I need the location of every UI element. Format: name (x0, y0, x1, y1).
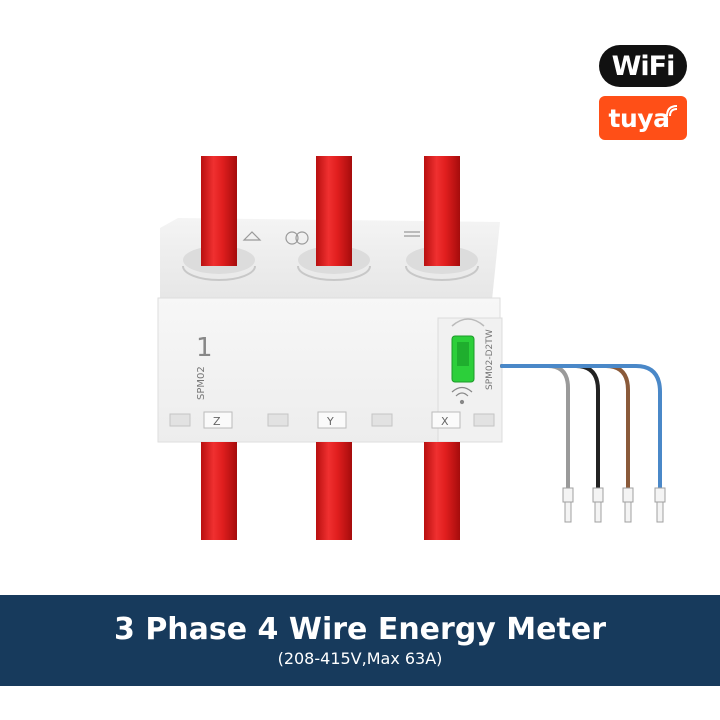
tuya-signal-icon (666, 105, 678, 117)
bottom-margin (0, 686, 720, 720)
wire-grey (500, 364, 570, 492)
top-markings (242, 231, 420, 245)
wire-black (500, 364, 600, 492)
front-model-text: SPM02 (196, 366, 207, 400)
title-banner: 3 Phase 4 Wire Energy Meter (208-415V,Ma… (0, 595, 720, 686)
phase-label-x: X (441, 415, 449, 428)
cable-group-lower (201, 442, 460, 540)
wireless-icon (451, 386, 473, 405)
phase-label-z: Z (213, 415, 221, 428)
cable-y-lower (316, 442, 352, 540)
signal-wires (500, 364, 662, 492)
wire-brown (500, 364, 630, 492)
product-photo: SPM02-D2TW SPM02 1 Z Y X (157, 156, 666, 540)
banner-subtitle: (208-415V,Max 63A) (277, 648, 443, 668)
tuya-logo-text: tuya (608, 103, 670, 133)
phase-label-row: Z Y X (169, 411, 495, 429)
wire-ferrules (562, 487, 666, 523)
wifi-logo: WiFi (599, 45, 687, 87)
tuya-logo: tuya (599, 96, 687, 140)
cable-z-lower (201, 442, 237, 540)
channel-number: 1 (196, 333, 213, 363)
banner-title: 3 Phase 4 Wire Energy Meter (114, 611, 606, 647)
module-model-text: SPM02-D2TW (485, 329, 495, 390)
wire-blue (500, 364, 662, 492)
cable-x-lower (424, 442, 460, 540)
phase-label-y: Y (326, 415, 334, 428)
wifi-logo-text: WiFi (611, 50, 676, 82)
